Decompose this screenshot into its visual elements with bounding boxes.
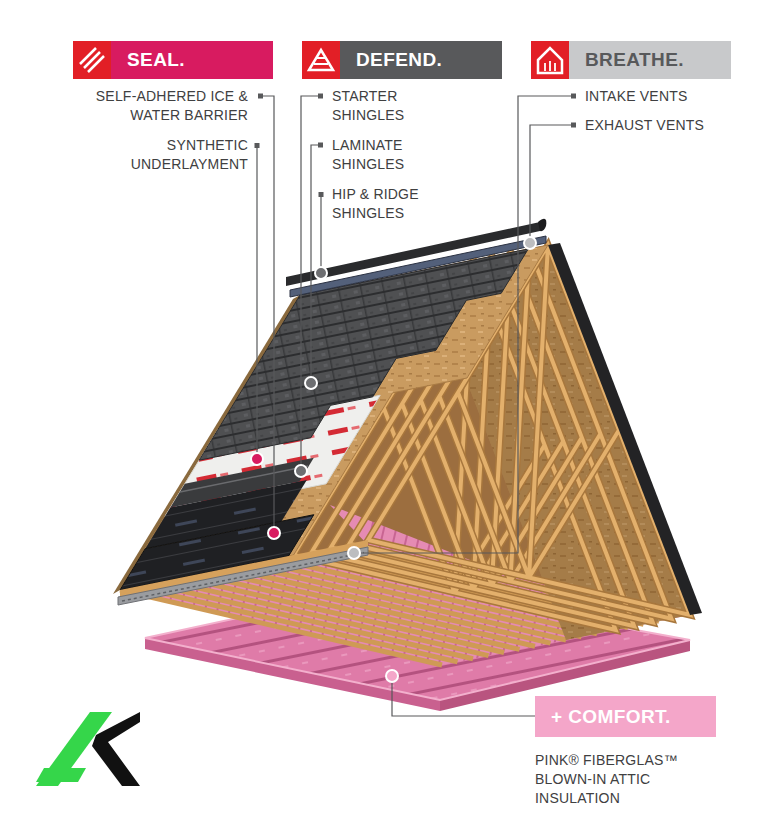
callout-dot [295,465,307,477]
ridge-cap-end [538,219,546,231]
bullet [318,94,323,99]
callout-dots [251,237,536,682]
part-label: LAMINATE SHINGLES [332,137,404,172]
intake-vent [118,547,368,605]
callout-dot [386,670,398,682]
part-label-box: INTAKE VENTS [585,87,765,106]
callout-dot [524,237,536,249]
icon-square [302,41,340,79]
logo-green [36,768,86,782]
leader-line [392,682,535,716]
callout-dot [348,547,360,559]
icon-glyph [314,58,328,64]
part-label: HIP & RIDGE SHINGLES [332,186,419,221]
bullet [258,94,263,99]
logo-black [92,712,140,786]
bullet [319,192,324,197]
defend-icon [302,41,340,79]
comfort-band: + COMFORT. [535,696,716,737]
roof-deck [120,245,548,590]
leader-line [256,148,257,453]
bullet [318,143,323,148]
vent-slots [122,553,364,601]
part-label-box: SYNTHETIC UNDERLAYMENT [80,136,248,174]
ridge-vent [290,236,546,297]
part-label: SYNTHETIC UNDERLAYMENT [131,137,248,172]
callout-dot [251,453,263,465]
part-label-box: SELF-ADHERED ICE & WATER BARRIER [80,87,248,125]
part-label: EXHAUST VENTS [585,117,704,133]
part-label: INTAKE VENTS [585,88,688,104]
breathe-band: BREATHE. [569,41,731,79]
part-label-box: STARTER SHINGLES [332,87,442,125]
icon-glyph [538,48,562,73]
leader-line [301,96,318,465]
icon-square [73,41,111,79]
company-logo [36,712,140,786]
part-label-box: PINK® FIBERGLAS™ BLOWN-IN ATTIC INSULATI… [535,751,700,808]
breathe-icon [531,41,569,79]
callout-dot [305,377,317,389]
part-label-box: EXHAUST VENTS [585,116,765,135]
leader-line [311,145,318,377]
icon-square [531,41,569,79]
seal-band: SEAL. [111,41,273,79]
back-slope-shingle-edge [548,243,702,615]
icon-glyph [545,61,555,71]
defend-band: DEFEND. [340,41,502,79]
band-title: DEFEND. [356,49,442,71]
leader-line [320,197,321,267]
seal-icon [73,41,111,79]
leader-line [530,125,571,237]
icon-glyph [309,50,333,70]
part-label: STARTER SHINGLES [332,88,404,123]
leader-line [263,96,274,527]
band-title: SEAL. [127,49,185,71]
bullet [571,123,576,128]
label-bullets [255,94,577,198]
band-title: + COMFORT. [551,706,671,728]
bullet [255,143,260,148]
part-label-box: HIP & RIDGE SHINGLES [332,185,442,223]
bullet [571,94,576,99]
callout-dot [268,527,280,539]
ridge-cap-shingles [286,222,540,286]
part-label: PINK® FIBERGLAS™ BLOWN-IN ATTIC INSULATI… [535,752,678,806]
leader-lines [257,96,571,716]
callout-dot [315,267,327,279]
part-label: SELF-ADHERED ICE & WATER BARRIER [96,88,248,123]
icon-glyph [80,48,104,72]
part-label-box: LAMINATE SHINGLES [332,136,442,174]
band-title: BREATHE. [585,49,684,71]
